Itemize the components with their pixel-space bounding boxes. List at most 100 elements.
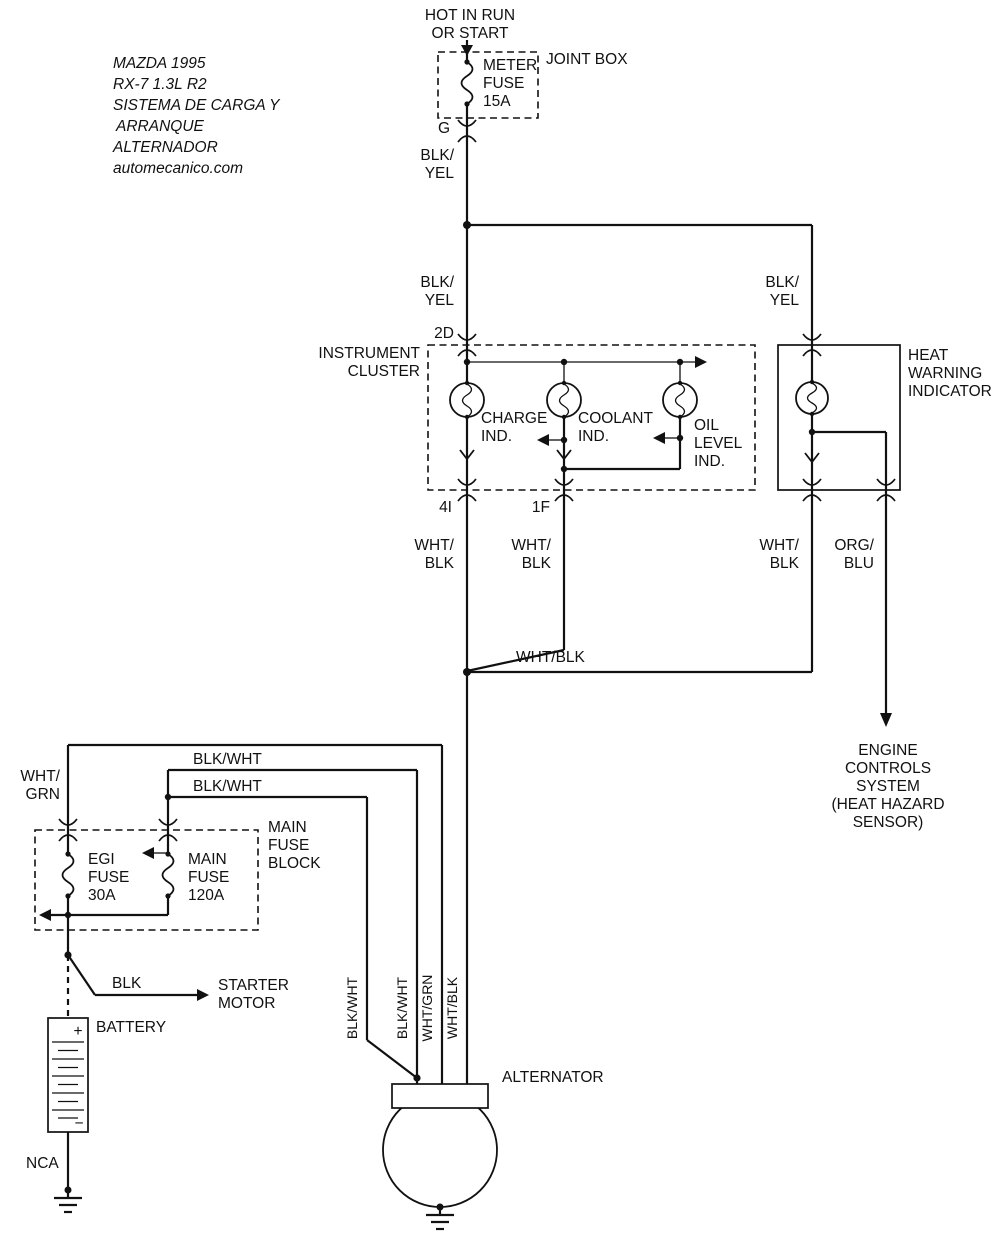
connector-g-icon <box>457 119 477 143</box>
instrument-cluster-labels: INSTRUMENT CLUSTER CHARGE IND. COOLANT I… <box>318 345 742 470</box>
oil-level-ind-label-3: IND. <box>694 453 725 470</box>
alt-terminal-label-1: BLK/WHT <box>344 976 360 1039</box>
engine-controls-label-2: CONTROLS <box>845 760 931 777</box>
wht-blk-heat-label-2: BLK <box>770 555 800 572</box>
title-line-3: SISTEMA DE CARGA Y <box>113 97 281 114</box>
coolant-lamp-icon <box>546 380 582 420</box>
coolant-branch-arrow-icon <box>537 434 549 446</box>
connector-id-labels: 2D 4I 1F <box>434 325 550 516</box>
main-fuse-block-labels: MAIN FUSE BLOCK EGI FUSE 30A MAIN FUSE 1… <box>88 819 321 904</box>
engine-controls-arrow-icon <box>880 713 892 727</box>
main-fuse-label-2: FUSE <box>188 869 229 886</box>
wht-blk-bus-label: WHT/BLK <box>516 649 586 666</box>
connector-symbols <box>58 119 896 842</box>
connector-1f-icon <box>554 478 574 502</box>
coolant-ind-label-2: IND. <box>578 428 609 445</box>
blk-wht-upper-label: BLK/WHT <box>193 751 262 768</box>
charge-ind-label-1: CHARGE <box>481 410 547 427</box>
heat-warning-label-2: WARNING <box>908 365 982 382</box>
engine-controls-label-5: SENSOR) <box>853 814 924 831</box>
instrument-cluster-outline <box>427 344 756 491</box>
connector-4i-label: 4I <box>439 499 452 516</box>
main-fuse-block-label-1: MAIN <box>268 819 307 836</box>
connector-2d-label: 2D <box>434 325 454 342</box>
battery-symbol <box>52 1041 84 1119</box>
title-line-4: ARRANQUE <box>115 118 205 135</box>
blk-yel-top-label-2: YEL <box>425 165 455 182</box>
org-blu-label-1: ORG/ <box>834 537 874 554</box>
wht-grn-label-2: GRN <box>26 786 60 803</box>
starter-motor-arrow-icon <box>197 989 209 1001</box>
egi-fuse-symbol <box>61 851 75 899</box>
heat-warning-label-1: HEAT <box>908 347 949 364</box>
main-fuse-symbol <box>161 851 175 899</box>
main-fuse-branch-arrow-icon <box>142 847 154 859</box>
connector-heat-top-icon <box>802 333 822 357</box>
blk-yel-top-label-1: BLK/ <box>420 147 454 164</box>
starter-motor-labels: STARTER MOTOR <box>218 977 289 1012</box>
battery-label: BATTERY <box>96 1019 166 1036</box>
alternator-symbol <box>382 1083 498 1208</box>
starter-motor-label-2: MOTOR <box>218 995 275 1012</box>
blk-wht-lower-label: BLK/WHT <box>193 778 262 795</box>
connector-4i-icon <box>457 478 477 502</box>
heat-warning-indicator-outline <box>777 344 901 491</box>
blk-yel-cluster-label-1: BLK/ <box>420 274 454 291</box>
blk-yel-heat-label-1: BLK/ <box>765 274 799 291</box>
oil-level-ind-label-1: OIL <box>694 417 719 434</box>
wht-blk-1f-label-2: BLK <box>522 555 552 572</box>
heat-warning-indicator-labels: HEAT WARNING INDICATOR <box>908 347 992 400</box>
alternator-labels: ALTERNATOR BLK/WHT BLK/WHT WHT/GRN WHT/B… <box>344 975 604 1086</box>
battery-negative-label: − <box>74 1115 83 1132</box>
egi-fuse-label-2: FUSE <box>88 869 129 886</box>
heat-warning-label-3: INDICATOR <box>908 383 992 400</box>
connector-heat-bottom-left-icon <box>802 478 822 502</box>
meter-fuse-symbol <box>460 59 474 107</box>
oil-level-ind-label-2: LEVEL <box>694 435 743 452</box>
wht-blk-4i-label-2: BLK <box>425 555 455 572</box>
engine-controls-label-1: ENGINE <box>858 742 917 759</box>
connector-egi-icon <box>58 818 78 842</box>
arrows <box>39 45 892 1001</box>
battery-ground-icon <box>54 1186 82 1214</box>
wire-color-labels: BLK/ YEL BLK/ YEL BLK/ YEL WHT/ BLK WHT/… <box>20 147 874 992</box>
title-line-6: automecanico.com <box>113 160 243 177</box>
alt-terminal-label-2: BLK/WHT <box>394 976 410 1039</box>
egi-fuse-label-1: EGI <box>88 851 115 868</box>
main-fuse-label-1: MAIN <box>188 851 227 868</box>
wht-grn-label-1: WHT/ <box>20 768 60 785</box>
alt-terminal-label-3: WHT/GRN <box>419 975 435 1042</box>
oil-branch-arrow-icon <box>653 432 665 444</box>
charge-ind-label-2: IND. <box>481 428 512 445</box>
engine-controls-labels: ENGINE CONTROLS SYSTEM (HEAT HAZARD SENS… <box>831 742 944 831</box>
title-line-1: MAZDA 1995 <box>113 55 206 72</box>
engine-controls-label-3: SYSTEM <box>856 778 920 795</box>
battery-positive-label: + <box>73 1023 82 1040</box>
blk-yel-cluster-label-2: YEL <box>425 292 455 309</box>
instrument-cluster-label-1: INSTRUMENT <box>318 345 420 362</box>
title-line-2: RX-7 1.3L R2 <box>113 76 207 93</box>
alt-terminal-label-4: WHT/BLK <box>444 976 460 1039</box>
battery-labels: BATTERY + − NCA <box>26 1019 166 1172</box>
engine-controls-label-4: (HEAT HAZARD <box>831 796 944 813</box>
blk-starter-label: BLK <box>112 975 142 992</box>
wht-blk-4i-label-1: WHT/ <box>414 537 454 554</box>
or-start-label: OR START <box>432 25 509 42</box>
meter-fuse-label-3: 15A <box>483 93 511 110</box>
hot-in-run-label: HOT IN RUN <box>425 7 515 24</box>
instrument-cluster-label-2: CLUSTER <box>348 363 420 380</box>
cluster-bus-arrow-icon <box>695 356 707 368</box>
blk-yel-heat-label-2: YEL <box>770 292 800 309</box>
coolant-ind-label-1: COOLANT <box>578 410 653 427</box>
starter-motor-label-1: STARTER <box>218 977 289 994</box>
wht-blk-1f-label-1: WHT/ <box>511 537 551 554</box>
egi-fuse-label-3: 30A <box>88 887 116 904</box>
joint-box-outline <box>437 51 539 119</box>
nca-label: NCA <box>26 1155 59 1172</box>
main-fuse-label-3: 120A <box>188 887 225 904</box>
connector-2d-icon <box>457 333 477 357</box>
egi-exit-arrow-icon <box>39 909 51 921</box>
feed-arrow-icon <box>461 45 473 56</box>
heat-warning-lamp-icon <box>795 379 829 417</box>
